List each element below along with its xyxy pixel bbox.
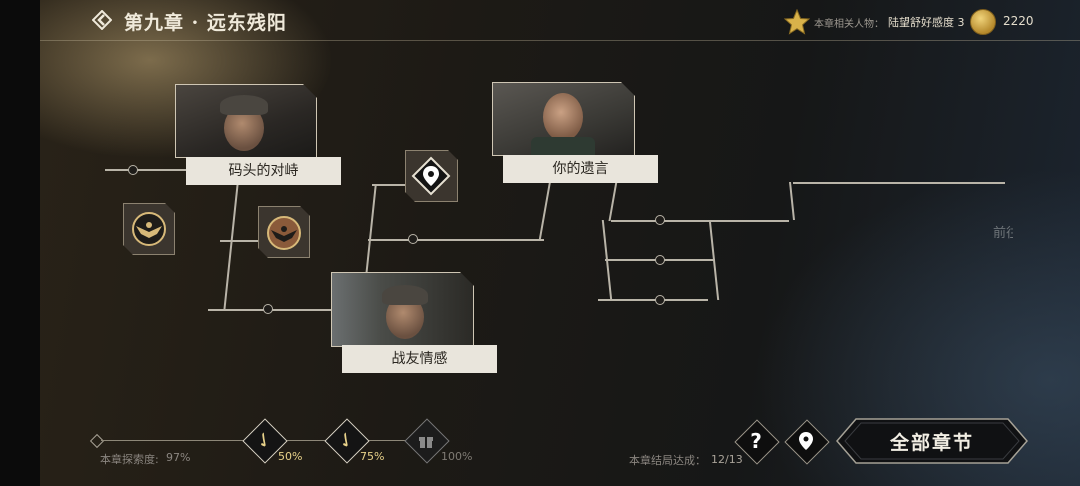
story-node-label[interactable]: 战友情感 [342, 345, 497, 373]
story-node-label[interactable]: 码头的对峙 [186, 157, 341, 185]
connector [220, 240, 258, 242]
path-node [128, 165, 138, 175]
emblem-tile[interactable] [123, 203, 175, 255]
connector [223, 184, 239, 310]
side-hint-text: 前往 [993, 226, 1013, 241]
location-pin-icon [799, 432, 813, 450]
milestone-75-badge[interactable]: ✓ [324, 418, 370, 464]
story-card-last-words[interactable] [492, 82, 635, 156]
connector [368, 239, 544, 241]
location-pin-icon [406, 151, 456, 201]
path-node [655, 295, 665, 305]
back-button[interactable] [91, 9, 113, 31]
eagle-emblem-icon [259, 207, 309, 257]
connector [365, 184, 377, 276]
connector [598, 299, 708, 301]
exploration-value: 97% [166, 451, 191, 464]
character-head [543, 93, 583, 141]
connector [608, 181, 618, 221]
character-cap [382, 285, 428, 305]
location-tile[interactable] [405, 150, 458, 202]
connector [611, 220, 789, 222]
milestone-50-badge[interactable]: ✓ [242, 418, 288, 464]
question-icon: ? [750, 429, 762, 453]
path-node [655, 255, 665, 265]
star-icon [783, 8, 811, 39]
milestone-label: 100% [441, 450, 473, 463]
character-cap [220, 95, 268, 115]
location-button[interactable] [784, 419, 830, 465]
milestone-label: 75% [360, 450, 385, 463]
affection-value: 陆望舒好感度 3 [888, 16, 965, 29]
story-node-label[interactable]: 你的遗言 [503, 155, 658, 183]
connector [793, 182, 1005, 184]
connector [538, 181, 551, 239]
all-chapters-label: 全部章节 [889, 432, 974, 454]
eagle-emblem-icon [124, 204, 174, 254]
back-icon [91, 9, 113, 31]
ending-label: 本章结局达成： [629, 454, 706, 467]
related-character-label: 本章相关人物： [814, 19, 884, 30]
coin-count: 2220 [1003, 14, 1034, 28]
connector [105, 169, 187, 171]
story-card-comrade-feelings[interactable] [331, 272, 474, 347]
coin-icon [970, 9, 996, 35]
gift-icon [419, 437, 433, 448]
milestone-label: 50% [278, 450, 303, 463]
story-card-dock-standoff[interactable] [175, 84, 317, 158]
emblem-tile[interactable] [258, 206, 310, 258]
help-button[interactable]: ? [734, 419, 780, 465]
connector [789, 182, 795, 220]
connector [372, 184, 408, 186]
path-node [408, 234, 418, 244]
header-divider [40, 40, 1080, 41]
chapter-title: 第九章 · 远东残阳 [124, 12, 287, 34]
path-node [263, 304, 273, 314]
all-chapters-frame [836, 418, 1028, 464]
left-edge-bar [0, 0, 40, 486]
ending-count: 12/13 [711, 453, 743, 466]
character-collar [531, 137, 595, 156]
progress-start-diamond [89, 433, 105, 449]
path-node [655, 215, 665, 225]
exploration-label: 本章探索度: [100, 453, 159, 466]
milestone-100-badge[interactable] [404, 418, 450, 464]
all-chapters-button[interactable]: 全部章节 [836, 418, 1028, 464]
